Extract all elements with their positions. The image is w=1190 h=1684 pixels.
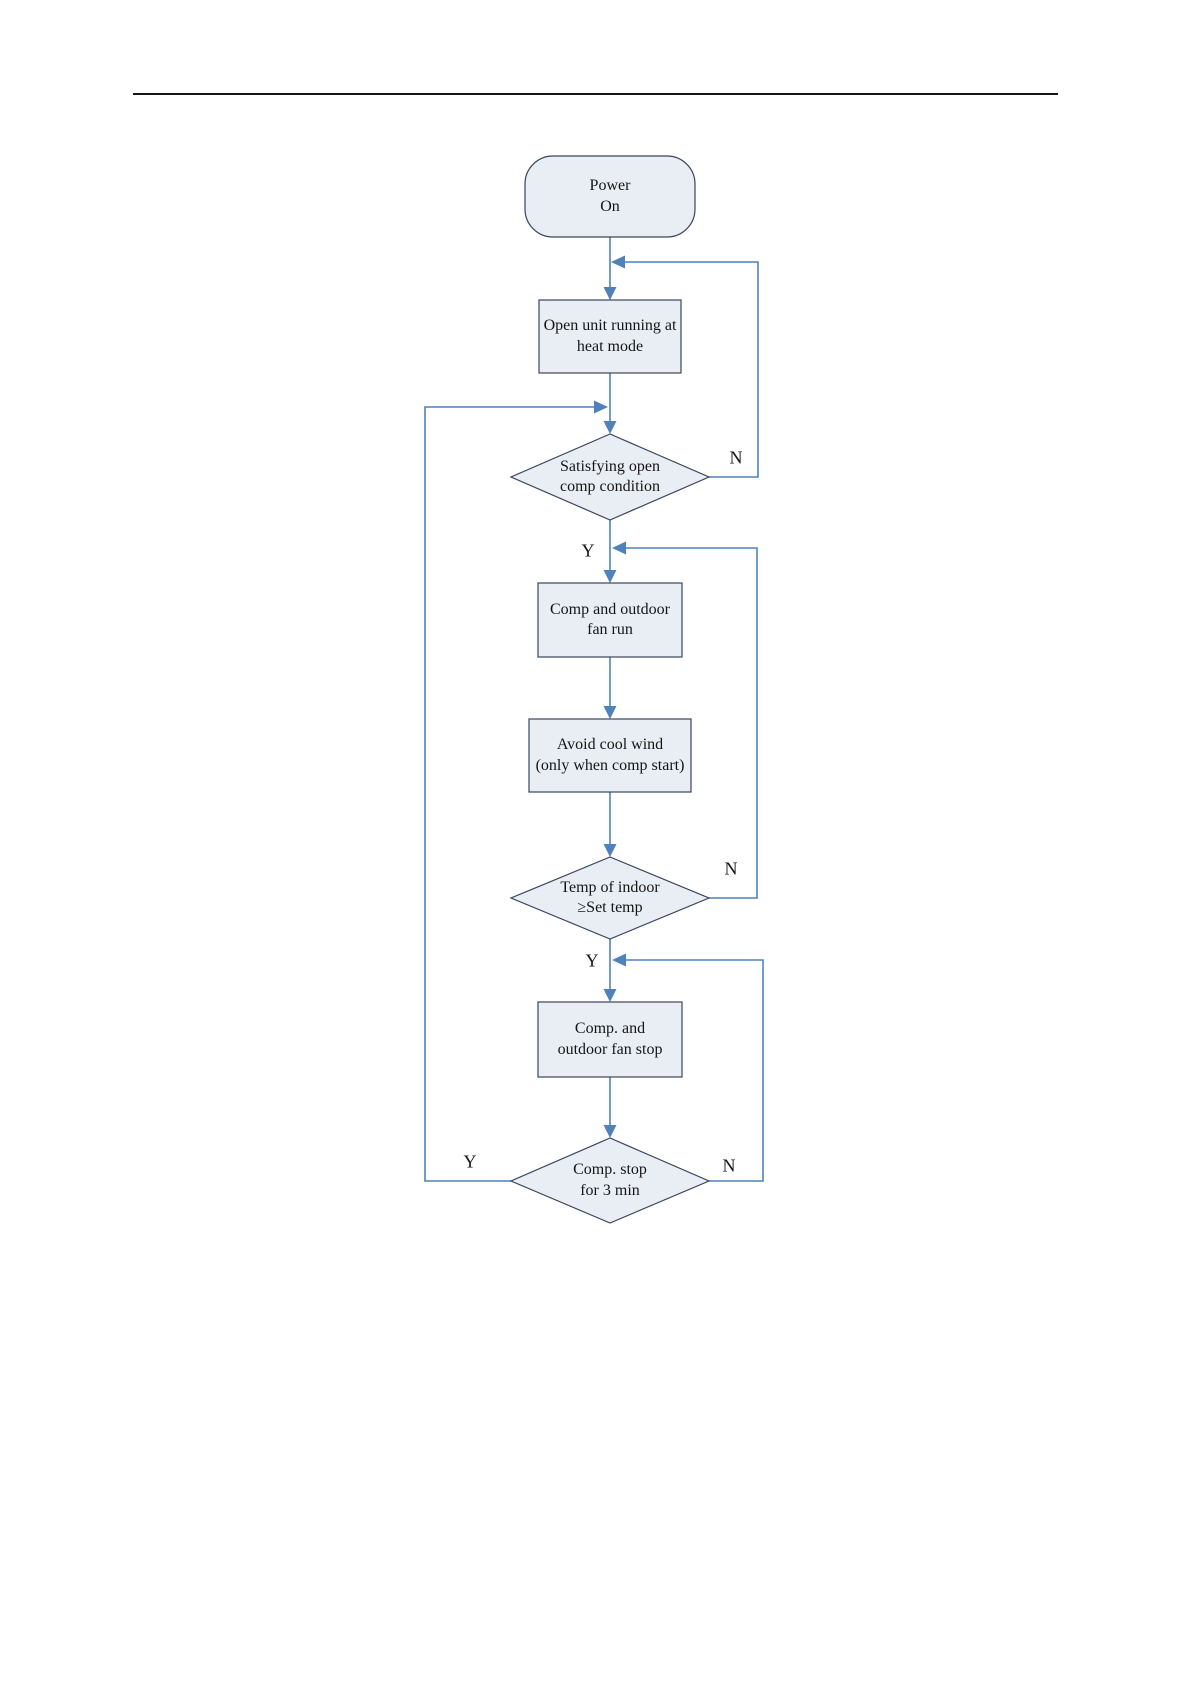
header-rule xyxy=(133,93,1058,95)
connector-3min-yes-loop xyxy=(424,406,594,1182)
branch-label-temp-yes: Y xyxy=(585,950,599,971)
process-comp-fan-stop-shape xyxy=(537,1001,683,1078)
connector-temp-no-loop xyxy=(626,547,758,899)
connector-3min-no-loop xyxy=(626,959,764,1182)
decision-temp-check-shape xyxy=(509,856,711,940)
branch-label-3min-no: N xyxy=(722,1155,736,1176)
arrowhead-into-comp-stop-3min xyxy=(603,1125,617,1138)
arrowhead-into-open-unit xyxy=(603,287,617,300)
arrowhead-into-avoid-cool-wind xyxy=(603,706,617,719)
process-avoid-cool-wind-shape xyxy=(528,718,692,793)
arrowhead-into-satisfy xyxy=(603,421,617,434)
arrowhead-temp-no-junction xyxy=(612,541,626,555)
branch-label-temp-no: N xyxy=(724,858,738,879)
decision-comp-stop-3min-shape xyxy=(509,1137,711,1224)
decision-satisfy-open-comp-shape xyxy=(509,433,711,521)
terminator-power-on-shape xyxy=(524,155,696,238)
connector-satisfy-no-loop xyxy=(625,261,759,478)
arrowhead-satisfy-no-junction xyxy=(611,255,625,269)
branch-label-satisfy-no: N xyxy=(729,447,743,468)
branch-label-3min-yes: Y xyxy=(463,1151,477,1172)
arrowhead-into-comp-fan-stop xyxy=(603,989,617,1002)
arrowhead-into-temp-check xyxy=(603,844,617,857)
process-comp-fan-run-shape xyxy=(537,582,683,658)
arrowhead-3min-yes-junction xyxy=(594,400,608,414)
arrowhead-into-comp-fan-run xyxy=(603,570,617,583)
branch-label-satisfy-yes: Y xyxy=(581,540,595,561)
process-open-unit-shape xyxy=(538,299,682,374)
arrowhead-3min-no-junction xyxy=(612,953,626,967)
